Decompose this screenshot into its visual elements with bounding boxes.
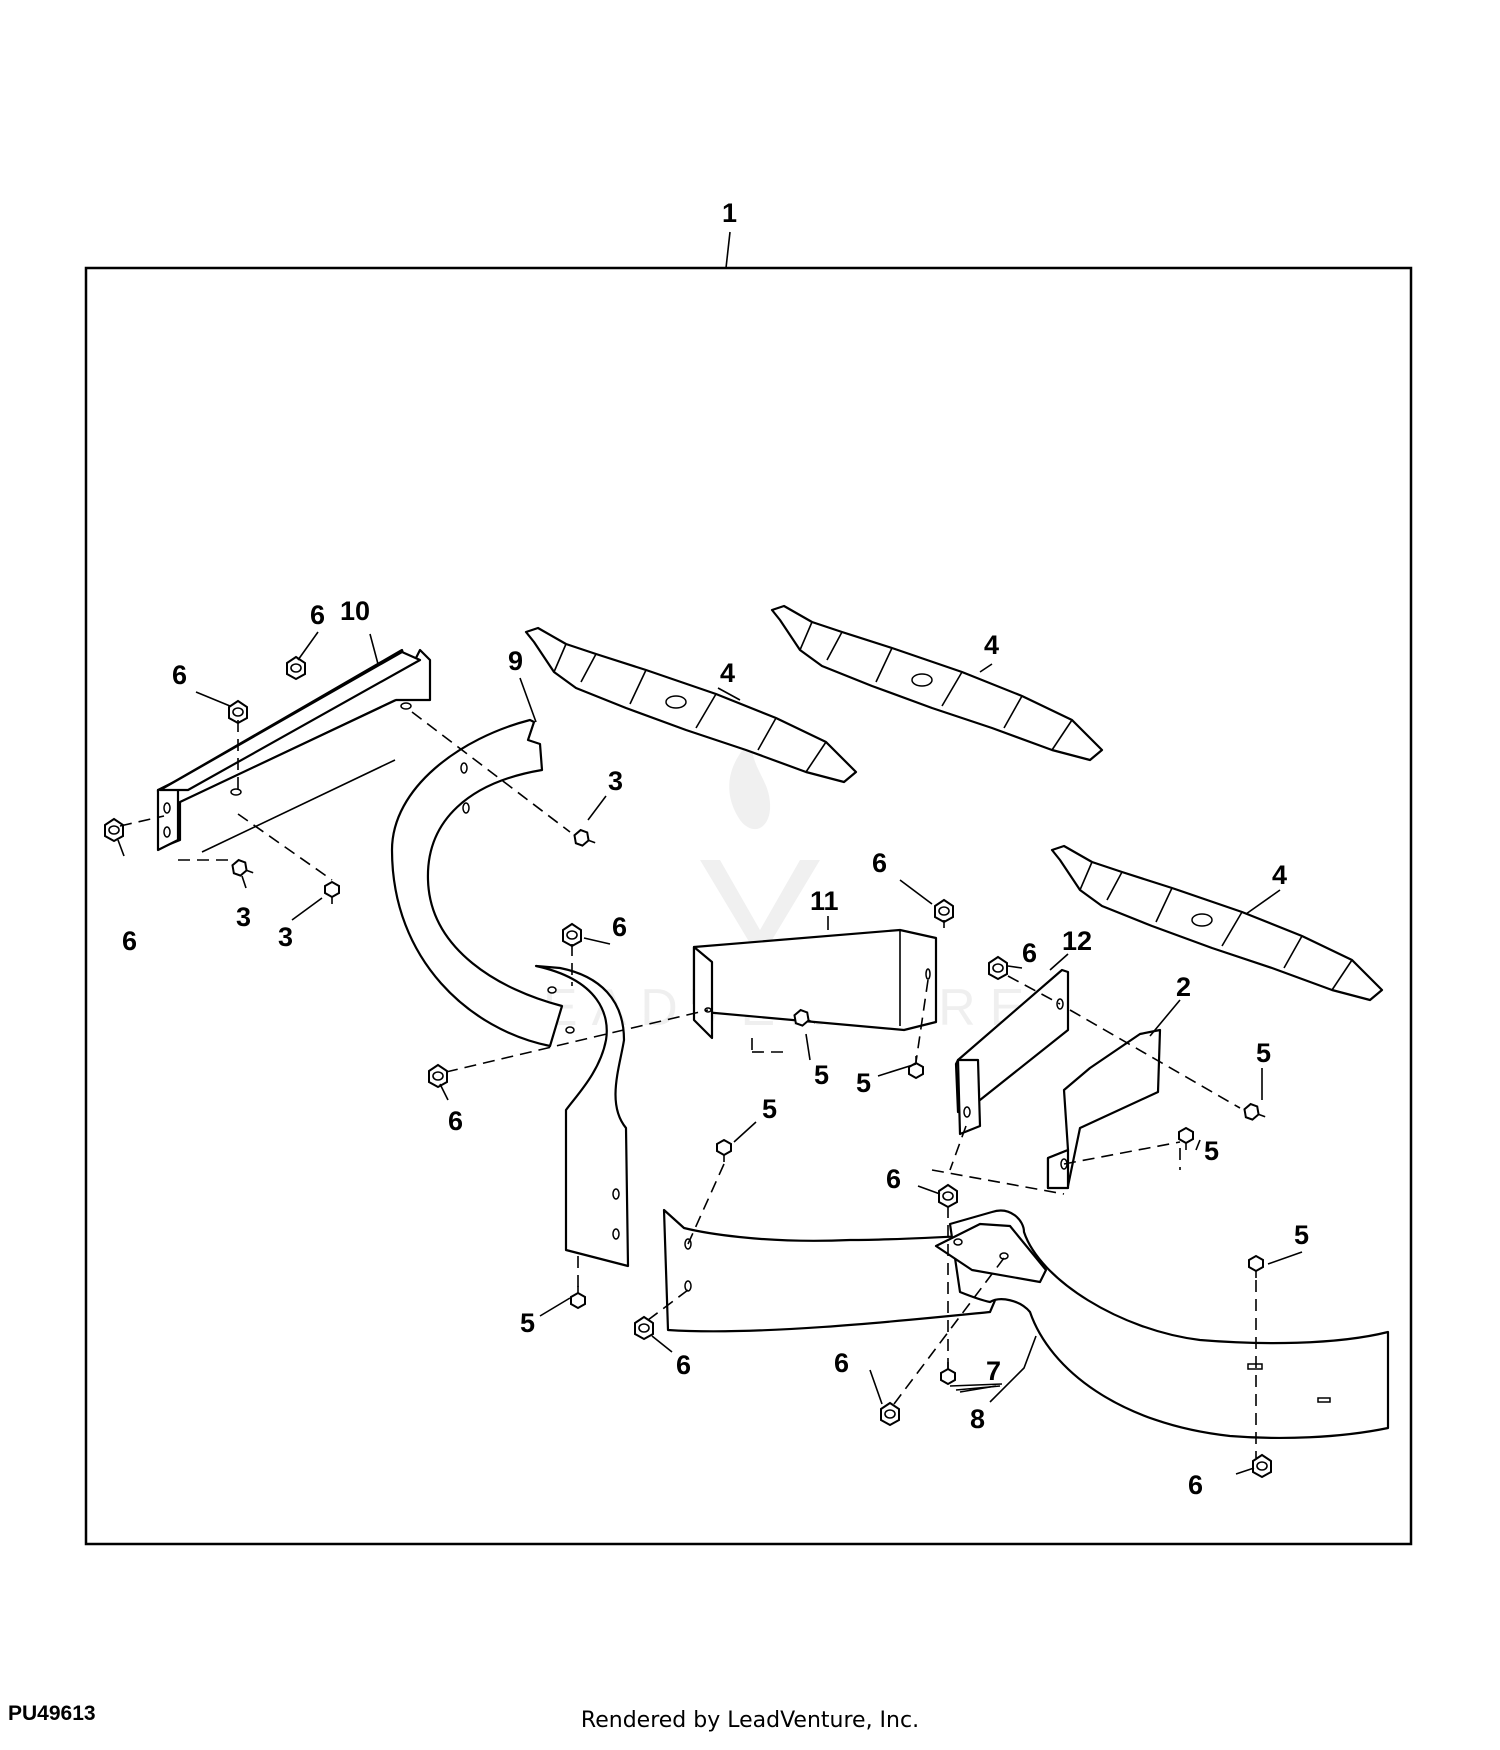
nut-6-a xyxy=(286,656,306,680)
callout-11: 11 xyxy=(810,886,839,916)
callout-5: 5 xyxy=(814,1060,829,1090)
part-8-baffle xyxy=(662,1208,1390,1440)
part-11-chute xyxy=(692,928,938,1040)
callout-5: 5 xyxy=(762,1094,777,1124)
nut-6-d xyxy=(562,923,582,947)
bolt-5-c xyxy=(1241,1101,1269,1125)
bolt-5-g xyxy=(1248,1255,1264,1279)
callout-leaders xyxy=(117,631,1303,1475)
callout-6: 6 xyxy=(122,926,137,956)
nut-6-g xyxy=(988,956,1008,980)
callout-6: 6 xyxy=(448,1106,463,1136)
nut-6-h xyxy=(938,1184,958,1208)
callout-4: 4 xyxy=(720,658,735,688)
assembly-lines xyxy=(119,711,1257,1458)
callout-6: 6 xyxy=(676,1350,691,1380)
nut-6-e xyxy=(428,1064,448,1088)
part-10-bracket xyxy=(156,648,432,853)
nut-6-f xyxy=(934,899,954,923)
callout-9: 9 xyxy=(508,646,523,676)
callout-3: 3 xyxy=(608,766,623,796)
callout-12: 12 xyxy=(1062,926,1092,956)
bolt-5-d xyxy=(1178,1127,1194,1151)
callout-6: 6 xyxy=(1022,938,1037,968)
nut-6-j xyxy=(880,1402,900,1426)
callout-2: 2 xyxy=(1176,972,1191,1002)
callout-3: 3 xyxy=(278,922,293,952)
callout-4: 4 xyxy=(1272,860,1287,890)
callout-5: 5 xyxy=(1294,1220,1309,1250)
nut-6-k xyxy=(1252,1454,1272,1478)
callout-3: 3 xyxy=(236,902,251,932)
callout-10: 10 xyxy=(340,596,370,626)
nut-6-b xyxy=(228,700,248,724)
bolt-5-e xyxy=(716,1139,732,1163)
footer-credit: Rendered by LeadVenture, Inc. xyxy=(580,1708,920,1733)
figure-code: PU49613 xyxy=(8,1702,96,1725)
callout-5: 5 xyxy=(856,1068,871,1098)
callout-5: 5 xyxy=(1256,1038,1271,1068)
callout-5: 5 xyxy=(1204,1136,1219,1166)
part-9-baffle xyxy=(390,718,630,1268)
callout-labels: 1 10 6 6 9 3 3 3 6 4 4 4 6 11 6 6 12 2 5… xyxy=(122,198,1309,1500)
callout-6: 6 xyxy=(886,1164,901,1194)
callout-6: 6 xyxy=(310,600,325,630)
bolt-5-f xyxy=(570,1285,586,1309)
part-4-blade-b xyxy=(770,604,1104,762)
part-2-plate xyxy=(1046,1028,1162,1190)
callout-5: 5 xyxy=(520,1308,535,1338)
part-4-blade-c xyxy=(1050,844,1384,1002)
nut-6-i xyxy=(634,1316,654,1340)
callout-6: 6 xyxy=(834,1348,849,1378)
callout-7: 7 xyxy=(986,1356,1001,1386)
callout-6: 6 xyxy=(612,912,627,942)
callout-8: 8 xyxy=(970,1404,985,1434)
callout-6: 6 xyxy=(172,660,187,690)
kit-frame xyxy=(84,266,1413,1546)
bolt-3-c xyxy=(324,881,340,905)
callout-1: 1 xyxy=(722,198,737,228)
bolt-3-a xyxy=(571,827,599,851)
callout-6: 6 xyxy=(1188,1470,1203,1500)
part-12-bracket xyxy=(954,968,1070,1136)
nut-6-c xyxy=(104,818,124,842)
callout-6: 6 xyxy=(872,848,887,878)
callout-4: 4 xyxy=(984,630,999,660)
